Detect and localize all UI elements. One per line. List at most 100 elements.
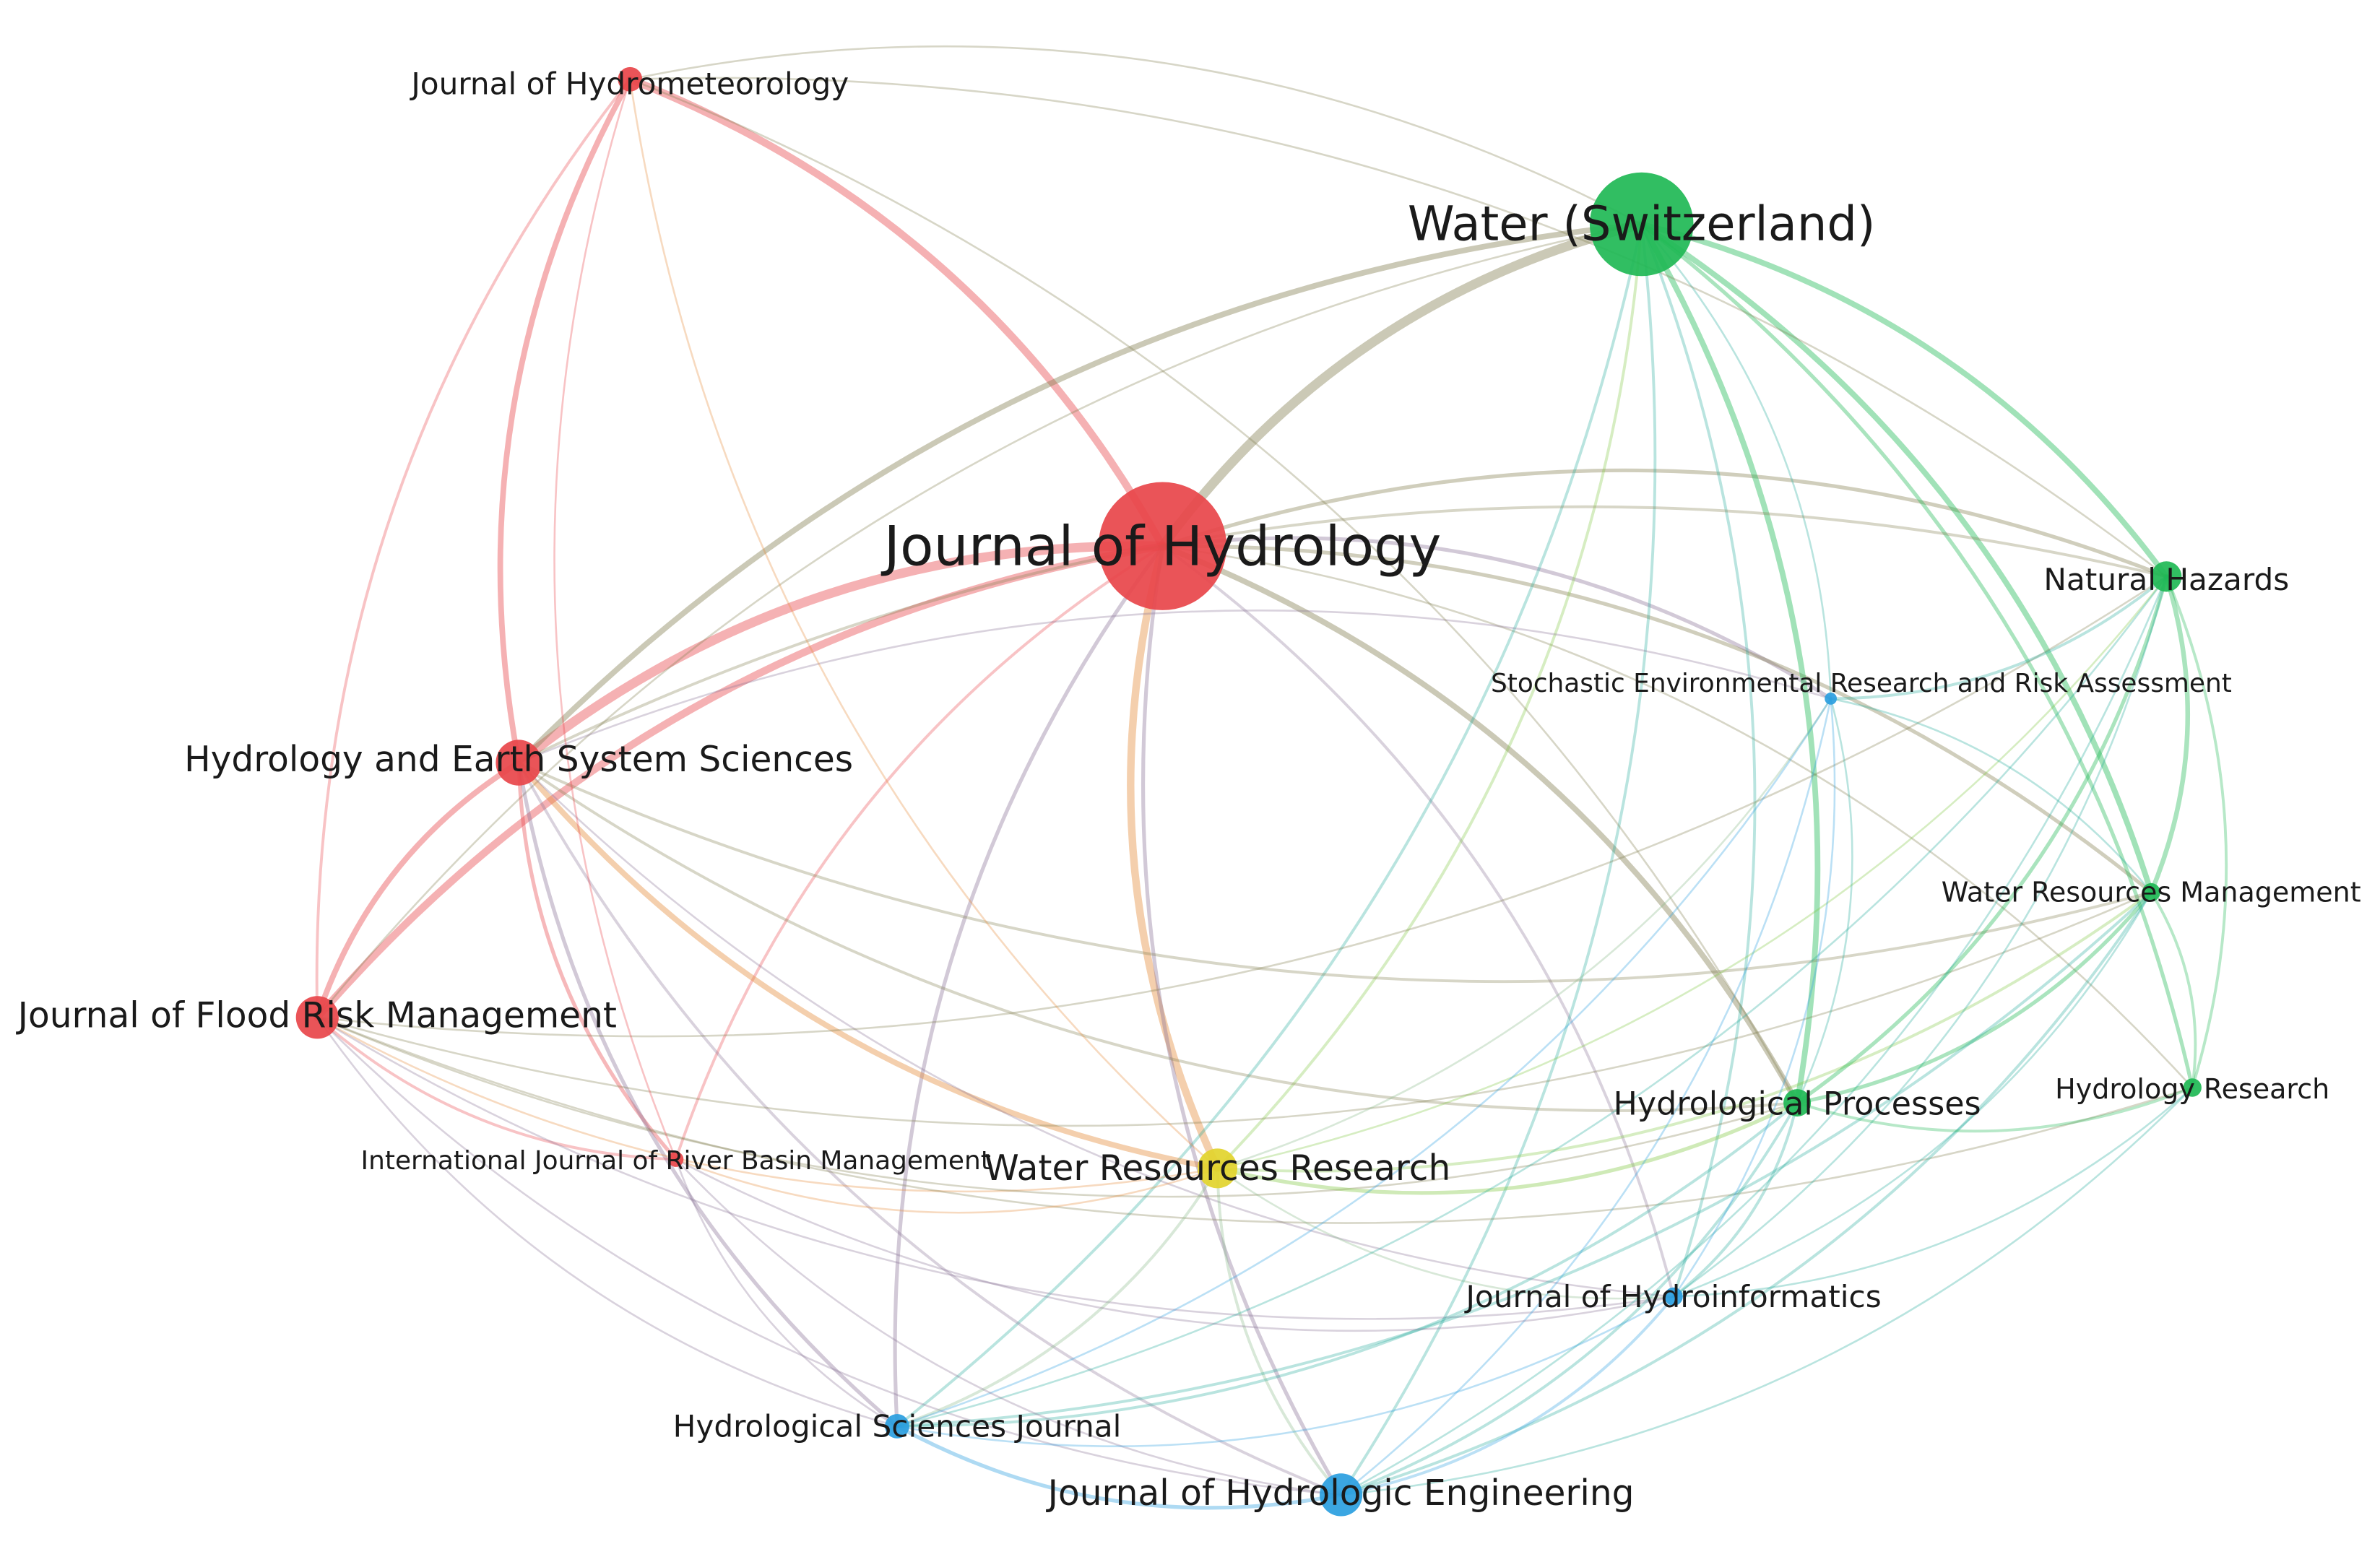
edge-jhyd-hess (514, 541, 1167, 768)
edge-nh-hr (2165, 575, 2228, 1089)
edge-wrm-hr (2150, 890, 2197, 1089)
edge-water-wrr (1216, 222, 1643, 1170)
edge-jfrm-jhi (316, 1016, 1675, 1320)
node-hr[interactable] (2183, 1078, 2202, 1097)
edge-hess-jhm (497, 76, 633, 766)
edge-jhm-nh (629, 77, 2168, 578)
node-wrr[interactable] (1198, 1148, 1237, 1189)
edge-water-jhe (1339, 222, 1657, 1496)
edge-hp-jhi (1672, 1101, 1799, 1298)
edge-jhyd-hsj (893, 544, 1165, 1428)
edge-hess-wrm (517, 761, 2153, 984)
edge-hess-wrr (516, 760, 1221, 1171)
edge-wrr-serra (1216, 698, 1832, 1170)
edge-wrm-jhi (1672, 891, 2152, 1298)
edge-jhm-hp (629, 78, 1799, 1104)
edge-jfrm-jhe (316, 1016, 1342, 1496)
edge-water-wrm (1638, 221, 2155, 895)
node-nh[interactable] (2151, 561, 2182, 592)
edge-hess-jhe (517, 761, 1343, 1496)
edge-jhyd-hr (1161, 545, 2194, 1089)
node-label-jhm: Journal of Hydrometeorology (409, 66, 849, 102)
edge-jhm-wrr (629, 78, 1219, 1170)
edge-water-hess (516, 221, 1645, 766)
edge-water-hr (1640, 222, 2194, 1090)
edge-nh-wrm (2148, 574, 2190, 895)
edge-jfrm-jhm (315, 77, 632, 1019)
node-hess[interactable] (496, 740, 542, 786)
edge-jhyd-ijrbm (674, 545, 1164, 1161)
edge-water-hsj (896, 222, 1643, 1428)
edge-jfrm-hsj (316, 1016, 899, 1428)
node-serra[interactable] (1825, 693, 1838, 705)
edge-jfrm-wrm (316, 891, 2152, 1127)
node-ijrbm[interactable] (668, 1151, 684, 1167)
node-label-hsj: Hydrological Sciences Journal (673, 1408, 1122, 1444)
edge-wrm-serra (1830, 698, 2152, 893)
edge-serra-hsj (896, 698, 1832, 1428)
node-label-nh: Natural Hazards (2043, 562, 2289, 597)
node-label-jhyd: Journal of Hydrology (881, 514, 1442, 578)
node-jhm[interactable] (618, 66, 643, 92)
network-nodes (295, 66, 2202, 1517)
edge-wrr-wrm (1216, 890, 2153, 1173)
edge-jhe-hr (1340, 1086, 2194, 1496)
node-label-hp: Hydrological Processes (1614, 1086, 1981, 1123)
edge-nh-jhe (1340, 576, 2168, 1496)
node-jhi[interactable] (1664, 1287, 1683, 1306)
edge-hsj-jhi (896, 1296, 1675, 1447)
node-hp[interactable] (1783, 1089, 1812, 1117)
edge-water-serra (1640, 223, 1832, 700)
edge-wrr-hp (1215, 1101, 1799, 1195)
edge-hess-jhi (517, 761, 1675, 1298)
edge-ijrbm-wrr (675, 1158, 1219, 1214)
edge-wrr-hsj (896, 1166, 1219, 1428)
edge-serra-jhe (1340, 698, 1832, 1496)
node-label-water: Water (Switzerland) (1408, 197, 1876, 252)
edge-jhyd-jhe (1141, 544, 1343, 1497)
node-hsj[interactable] (885, 1414, 909, 1439)
edge-jfrm-wrr (316, 1016, 1219, 1193)
edge-serra-jhi (1672, 698, 1836, 1298)
edge-hp-jhe (1339, 1101, 1799, 1496)
node-label-jfrm: Journal of Flood Risk Management (16, 996, 617, 1036)
network-edges (313, 45, 2228, 1510)
edge-hess-nh (517, 505, 2168, 765)
edge-jhyd-nh (1160, 468, 2168, 578)
edge-jhyd-wrr (1127, 542, 1221, 1173)
edge-hp-hsj (896, 1101, 1799, 1428)
edge-wrm-hp (1795, 890, 2153, 1105)
edge-nh-serra (1829, 575, 2168, 701)
edge-jhe-hsj (895, 1424, 1343, 1510)
node-label-ijrbm: International Journal of River Basin Man… (361, 1146, 991, 1176)
edge-water-hp (1638, 221, 1821, 1106)
edge-jhe-ijrbm (675, 1158, 1342, 1496)
node-label-hr: Hydrology Research (2055, 1073, 2329, 1105)
edge-jhyd-wrm (1160, 544, 2153, 895)
edge-wrm-hsj (896, 890, 2153, 1428)
node-label-jhi: Journal of Hydroinformatics (1463, 1279, 1881, 1314)
edge-nh-hp (1795, 574, 2168, 1105)
node-jhyd[interactable] (1098, 482, 1227, 610)
node-wrm[interactable] (2142, 882, 2160, 902)
edge-nh-jhi (1672, 576, 2168, 1298)
edge-jhyd-jhm (626, 75, 1167, 550)
edge-jhm-ijrbm (553, 78, 677, 1161)
edge-water-jhm (629, 45, 1643, 225)
edge-hsj-ijrbm (675, 1158, 899, 1428)
node-jhe[interactable] (1320, 1473, 1363, 1517)
node-water[interactable] (1589, 172, 1694, 277)
edge-hess-hsj (516, 760, 899, 1428)
edge-jhyd-hp (1159, 543, 1800, 1106)
edge-hess-serra (517, 609, 1832, 764)
edge-wrr-nh (1216, 576, 2168, 1170)
edge-hr-jhi (1672, 1086, 2194, 1298)
node-label-hess: Hydrology and Earth System Sciences (184, 740, 853, 780)
edge-nh-hsj (896, 576, 2168, 1428)
edge-wrr-jhe (1216, 1166, 1343, 1496)
edge-water-nh (1638, 221, 2170, 580)
edge-wrr-jhi (1216, 1167, 1675, 1300)
edge-jfrm-hp (316, 1016, 1799, 1198)
edge-wrm-jhe (1339, 890, 2153, 1496)
node-jfrm[interactable] (295, 996, 339, 1039)
